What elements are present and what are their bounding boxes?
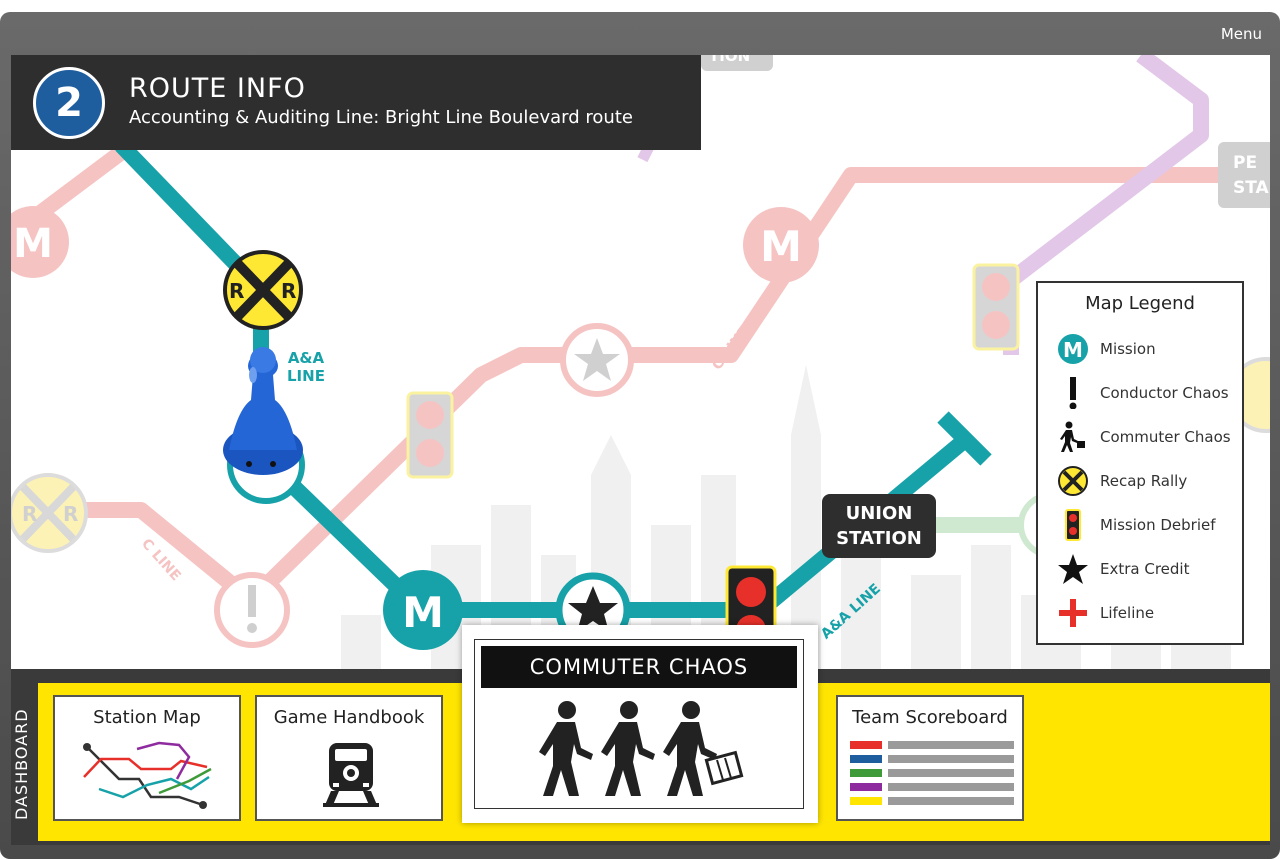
top-bar: Menu (0, 12, 1280, 55)
commuter-chaos-title: COMMUTER CHAOS (481, 646, 797, 688)
faded-traffic-light (972, 263, 1020, 351)
mini-map-icon (83, 741, 212, 809)
svg-text:PE: PE (1233, 153, 1257, 173)
mission-stop[interactable]: M (383, 570, 463, 650)
faded-star-stop (560, 323, 634, 397)
commuter-chaos-card[interactable]: COMMUTER CHAOS (462, 625, 818, 823)
commuter-chaos-inner: COMMUTER CHAOS (474, 639, 804, 809)
legend-item-mission: M Mission (1056, 331, 1156, 367)
railroad-crossing-icon (1056, 464, 1090, 498)
legend-item-conductor-chaos: Conductor Chaos (1056, 375, 1229, 411)
scoreboard-icon (850, 741, 1014, 805)
legend-item-commuter-chaos: Commuter Chaos (1056, 419, 1231, 455)
faded-traffic-light (406, 391, 454, 479)
exclamation-icon (1056, 376, 1090, 410)
player-pawn[interactable] (223, 347, 303, 475)
train-icon (323, 743, 379, 807)
mission-icon: M (1056, 332, 1090, 366)
svg-text:TION: TION (709, 55, 750, 65)
svg-text:R: R (281, 279, 296, 303)
legend-item-lifeline: Lifeline (1056, 595, 1154, 631)
route-subtitle: Accounting & Auditing Line: Bright Line … (129, 107, 633, 128)
plus-icon (1056, 596, 1090, 630)
map-legend: Map Legend M Mission Conductor Chaos Com… (1036, 281, 1244, 645)
partial-station-label: PE STA (1218, 142, 1270, 208)
svg-text:M: M (1063, 338, 1083, 362)
svg-text:R: R (22, 502, 37, 526)
svg-text:R: R (229, 279, 244, 303)
route-info-panel: 2 ROUTE INFO Accounting & Auditing Line:… (11, 55, 701, 150)
legend-item-extra-credit: Extra Credit (1056, 551, 1189, 587)
legend-item-mission-debrief: Mission Debrief (1056, 507, 1216, 543)
traffic-light-icon (1056, 508, 1090, 542)
route-title: ROUTE INFO (129, 73, 306, 104)
dashboard-label: DASHBOARD (12, 708, 31, 820)
svg-text:M: M (402, 588, 444, 637)
faded-exclamation-stop (214, 572, 290, 648)
aa-line-label: A&A LINE (287, 349, 325, 385)
route-number-badge: 2 (33, 67, 105, 139)
svg-text:M: M (13, 221, 53, 267)
team-scoreboard-card[interactable]: Team Scoreboard (836, 695, 1024, 821)
legend-item-recap-rally: Recap Rally (1056, 463, 1187, 499)
svg-text:R: R (63, 502, 78, 526)
partial-station-label: TION (701, 55, 773, 71)
commuter-icon (1056, 420, 1090, 454)
faded-railroad-crossing: R R (11, 473, 88, 553)
svg-text:M: M (760, 222, 802, 271)
union-station-label[interactable]: UNION STATION (822, 494, 936, 558)
railroad-crossing-stop[interactable]: R R (223, 250, 303, 330)
svg-text:STA: STA (1233, 178, 1270, 198)
game-handbook-card[interactable]: Game Handbook (255, 695, 443, 821)
star-icon (1056, 552, 1090, 586)
faded-mission-stop: M (743, 207, 819, 283)
faded-mission-stop: M (11, 206, 69, 278)
commuters-icon (539, 701, 744, 796)
map-canvas: M M R R (11, 55, 1270, 669)
menu-button[interactable]: Menu (1220, 25, 1262, 43)
station-map-card[interactable]: Station Map (53, 695, 241, 821)
legend-title: Map Legend (1085, 293, 1195, 314)
